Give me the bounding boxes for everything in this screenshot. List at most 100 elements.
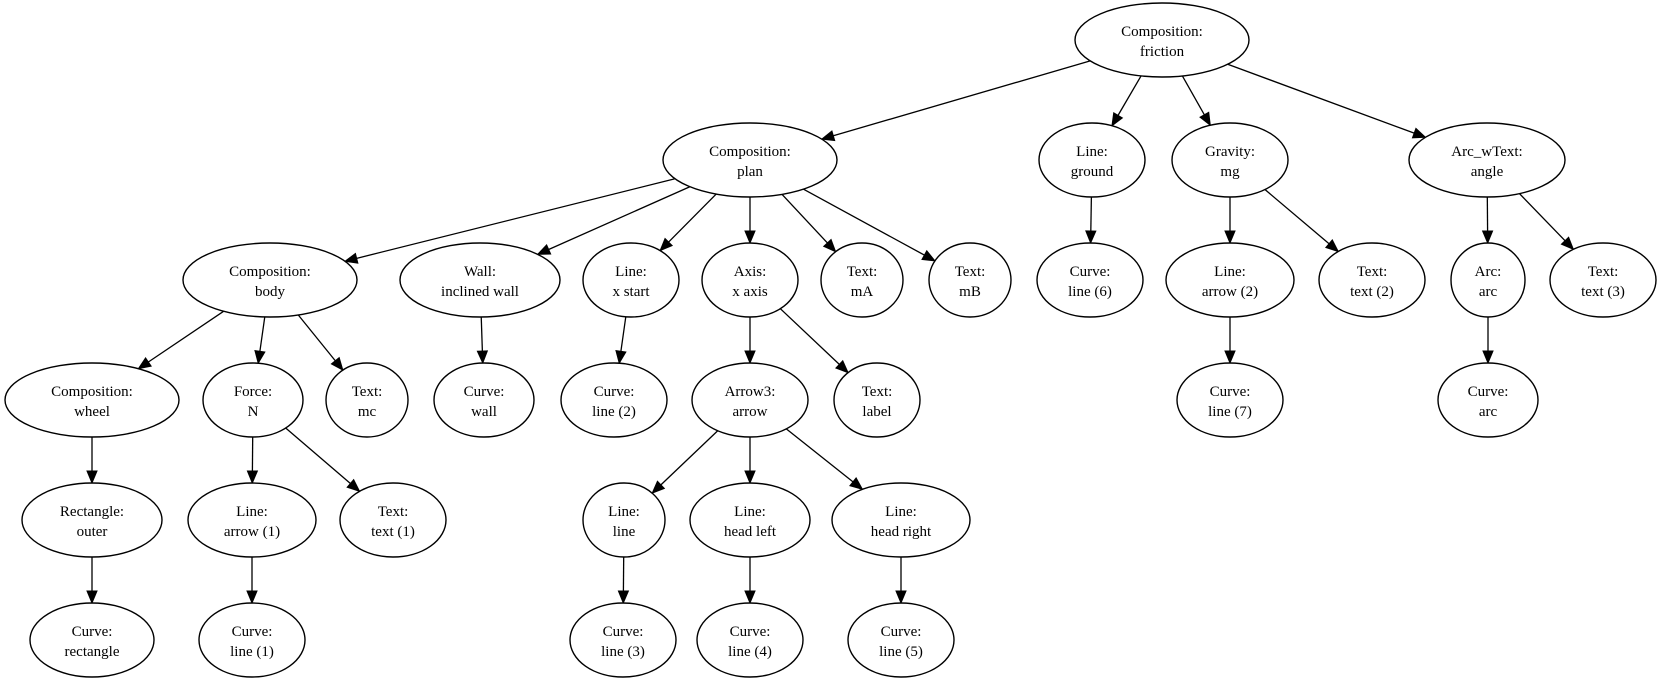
node-type-label: Composition: (709, 144, 791, 160)
node-type-label: Line: (608, 504, 640, 520)
arrowhead (744, 470, 756, 485)
node-ellipse (1176, 362, 1284, 438)
edge-angle-to-text3 (1519, 193, 1575, 251)
node-type-label: Curve: (1070, 264, 1111, 280)
node-name-label: line (3) (601, 644, 645, 660)
edge-line (785, 428, 854, 483)
edge-line (148, 310, 224, 363)
edge-x_start-to-line2 (615, 316, 627, 365)
node-friction: Composition:friction (1074, 2, 1250, 78)
arrowhead (921, 249, 937, 262)
node-type-label: Line: (615, 264, 647, 280)
edge-plan-to-mA (781, 193, 837, 253)
node-name-label: line (7) (1208, 404, 1252, 420)
edge-line (1264, 189, 1330, 245)
node-ellipse (833, 362, 921, 438)
edge-x_axis-to-arrow (744, 317, 756, 365)
edge-line (620, 316, 627, 352)
node-ellipse (399, 242, 561, 318)
node-name-label: mA (851, 284, 874, 300)
node-ellipse (1450, 242, 1526, 318)
arrowhead (744, 350, 756, 365)
arrowhead (1085, 230, 1097, 245)
node-name-label: inclined wall (441, 284, 519, 300)
edge-outer-to-rectangle (86, 557, 98, 605)
edge-line (833, 60, 1091, 137)
node-line2: Curve:line (2) (560, 362, 668, 438)
node-arrow: Arrow3:arrow (691, 362, 809, 438)
edge-line (1227, 63, 1415, 134)
node-ellipse (187, 482, 317, 558)
arrowhead (1481, 230, 1494, 245)
node-text1: Text:text (1) (339, 482, 447, 558)
edge-arrow-to-head_left (744, 437, 756, 485)
node-arrow1: Line:arrow (1) (187, 482, 317, 558)
edge-friction-to-mg (1181, 75, 1211, 127)
node-name-label: line (4) (728, 644, 772, 660)
node-mg: Gravity:mg (1171, 122, 1289, 198)
arrowhead (1224, 350, 1236, 365)
node-name-label: plan (737, 164, 763, 180)
node-type-label: Composition: (51, 384, 133, 400)
arrowhead (1224, 230, 1236, 245)
node-name-label: x start (612, 284, 650, 300)
node-name-label: line (5) (879, 644, 923, 660)
node-type-label: Text: (1357, 264, 1388, 280)
node-head-right: Line:head right (831, 482, 971, 558)
edge-line_line-to-line3 (617, 556, 630, 605)
node-head-left: Line:head left (689, 482, 811, 558)
arrowhead (822, 238, 837, 253)
arrowhead (1199, 111, 1211, 127)
edge-friction-to-plan (820, 60, 1091, 142)
edge-plan-to-mB (803, 188, 937, 262)
node-ellipse (1038, 122, 1146, 198)
node-name-label: outer (77, 524, 108, 540)
arrowhead (86, 590, 98, 605)
node-angle: Arc_wText:angle (1408, 122, 1566, 198)
node-ellipse (569, 602, 677, 678)
edge-friction-to-angle (1227, 63, 1427, 139)
node-type-label: Line: (1214, 264, 1246, 280)
node-ellipse (1036, 242, 1144, 318)
node-type-label: Composition: (1121, 24, 1203, 40)
arrowhead (1482, 350, 1494, 365)
node-line5: Curve:line (5) (847, 602, 955, 678)
node-name-label: wheel (74, 404, 110, 420)
edge-plan-to-x_start (659, 193, 717, 252)
edge-inclined_wall-to-wall (476, 316, 489, 365)
arrowhead (536, 244, 552, 255)
node-type-label: Line: (1076, 144, 1108, 160)
edge-line (1181, 75, 1205, 116)
node-type-label: Arrow3: (725, 384, 776, 400)
node-ellipse (582, 242, 680, 318)
node-N: Force:N (202, 362, 304, 438)
node-ellipse (182, 242, 358, 318)
node-name-label: x axis (732, 284, 768, 300)
edge-plan-to-x_axis (744, 197, 756, 245)
arrowhead (1560, 236, 1575, 251)
node-line3: Curve: line (3) (569, 602, 677, 678)
node-ellipse (1318, 242, 1426, 318)
node-type-label: Line: (236, 504, 268, 520)
node-name-label: line (2) (592, 404, 636, 420)
node-type-label: Text: (955, 264, 986, 280)
node-text2: Text:text (2) (1318, 242, 1426, 318)
node-ellipse (339, 482, 447, 558)
arrowhead (137, 356, 152, 370)
node-ellipse (1165, 242, 1295, 318)
node-ellipse (21, 482, 163, 558)
node-ellipse (433, 362, 535, 438)
node-mB: Text:mB (928, 242, 1012, 318)
node-name-label: arc (1479, 284, 1498, 300)
node-name-label: arc (1479, 404, 1498, 420)
edge-friction-to-ground (1111, 75, 1142, 127)
node-type-label: Curve: (730, 624, 771, 640)
node-type-label: Curve: (603, 624, 644, 640)
node-name-label: head right (871, 524, 932, 540)
edge-arrow1-to-line1 (246, 557, 258, 605)
node-ellipse (29, 602, 155, 678)
node-ellipse (847, 602, 955, 678)
node-ellipse (831, 482, 971, 558)
arrowhead (246, 590, 258, 605)
